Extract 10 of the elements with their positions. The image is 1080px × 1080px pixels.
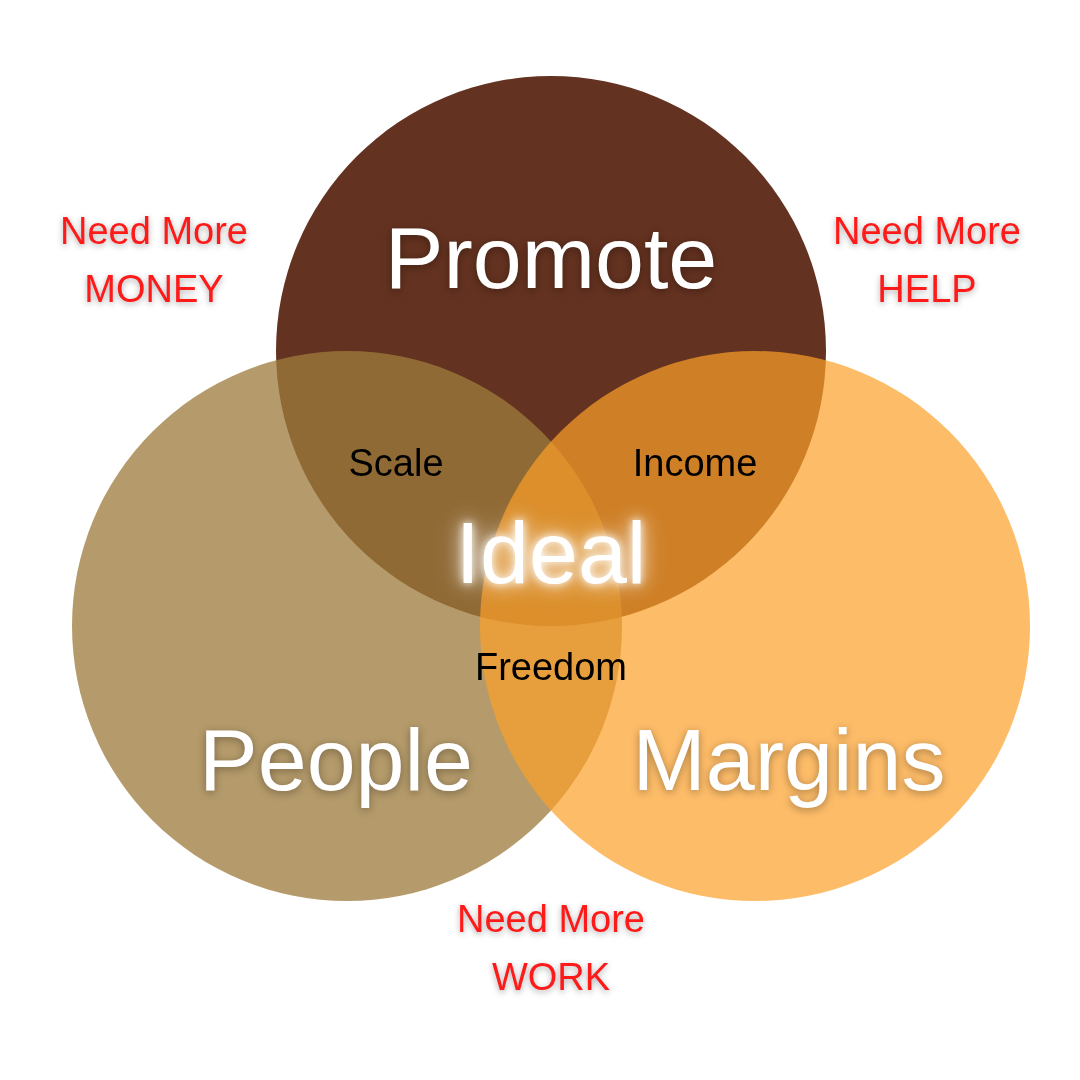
- annotation-text: Need More WORK: [456, 897, 646, 1000]
- annotation-text: Need More HELP: [832, 209, 1022, 312]
- overlap-label: Scale: [348, 441, 444, 485]
- circle-title: Promote: [384, 210, 718, 306]
- center-label: Ideal: [455, 505, 647, 601]
- circle-title: Margins: [632, 712, 946, 808]
- overlap-label: Freedom: [474, 645, 628, 689]
- overlap-label: Income: [632, 441, 758, 485]
- circle-title: People: [199, 712, 473, 808]
- annotation-text: Need More MONEY: [59, 209, 249, 312]
